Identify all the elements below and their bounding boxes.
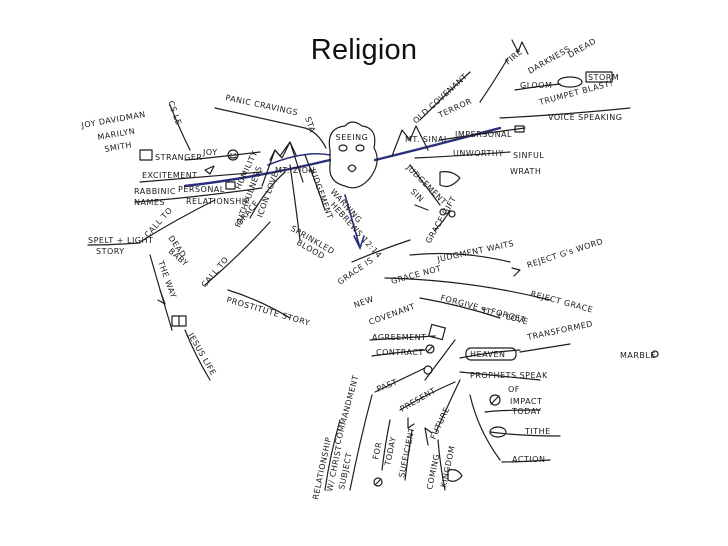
today-label: TODAY [511, 407, 541, 416]
tithe-label: TITHE [524, 427, 551, 436]
joy-davidman-label: JOY DAVIDMAN [80, 110, 147, 130]
grace-not-label: GRACE NOT [390, 264, 442, 286]
svg-text:STA: STA [303, 116, 317, 134]
call-to-label: CALL TO [143, 206, 175, 240]
story-label: STORY [96, 247, 125, 256]
sufficient-label: SUFFICIENT [397, 426, 416, 478]
new-covenant-branch: GRACE IS NEW COVENANT JUDGMENT WAITS REJ… [336, 195, 604, 327]
darkness-label: DARKNESS [527, 44, 573, 76]
prophets-speak-label: PROPHETS SPEAK [470, 371, 548, 380]
reject-word-label: REJECT G's WORD [526, 237, 604, 270]
st-love-label: ST. + LOVE [479, 305, 529, 326]
wrath-label: WRATH [510, 167, 541, 176]
spelt-light-label: SPELT + LIGHT [88, 236, 153, 245]
jesus-life-label: JESUS LIFE [186, 331, 218, 377]
impersonal-label: IMPERSONAL [455, 130, 512, 139]
contract-label: CONTRACT [376, 348, 424, 357]
svg-text:CS LE: CS LE [166, 100, 183, 127]
action-label: ACTION [512, 455, 545, 464]
call-to-grace-label: CALL TO [200, 255, 231, 289]
of-label: OF [508, 385, 520, 394]
lower-branches: COMMANDMENT RELATIONSHIP W/ CHRIST SUBJE… [311, 374, 463, 500]
unworthy-label: UNWORTHY [453, 149, 504, 158]
slide-title: Religion [310, 34, 418, 66]
panic-cravings-label: PANIC CRAVINGS [225, 93, 299, 117]
voice-speaking-label: VOICE SPEAKING [548, 113, 622, 122]
joy-label: JOY [202, 148, 218, 157]
new-label: NEW [353, 294, 375, 309]
rabbinic-label: RABBINIC [134, 187, 176, 196]
for-label: FOR [371, 441, 384, 460]
mt-sinai-label: MT. SINAI [405, 135, 447, 144]
relationship-label: RELATIONSHIP [186, 197, 250, 206]
sinful-label: SINFUL [513, 151, 544, 160]
today2-label: TODAY [383, 436, 398, 468]
transformed-label: TRANSFORMED [526, 319, 594, 342]
excitement-label: EXCITEMENT [142, 171, 198, 180]
present-label: PRESENT [399, 386, 438, 414]
personal-label: PERSONAL [178, 185, 225, 194]
call-to-branch: CALL TO SPELT + LIGHT STORY DEAD BABY TH… [87, 199, 218, 381]
mt-zion-branch: MT. ZION PANIC CRAVINGS STA CS LE JOY DA… [80, 93, 327, 229]
past-label: PAST [375, 377, 399, 393]
covenant-label: COVENANT [368, 302, 417, 327]
mt-sinai-branch: MT. SINAI OLD COVENANT TERROR FIRE DARKN… [391, 36, 631, 218]
judgement-label: JUDGEMENT [404, 162, 449, 207]
stranger-label: STRANGER [155, 153, 202, 162]
agreement-label: AGREEMENT [372, 333, 427, 342]
storm-label: STORM [588, 73, 619, 82]
dread-label: DREAD [567, 36, 598, 59]
fire-label: FIRE [504, 47, 525, 66]
central-figure: SEEING [328, 121, 378, 189]
commandment-label: COMMANDMENT [333, 374, 360, 446]
heaven-label: HEAVEN [470, 350, 506, 359]
marble-label: MARBLE [620, 351, 656, 360]
warning-branch: WARNING HEBREWS 12:14 [329, 187, 384, 260]
reject-grace-label: REJECT GRACE [529, 289, 594, 314]
kingdom-label: KINGDOM [439, 445, 457, 489]
impact-label: IMPACT [510, 397, 542, 406]
main-trunk [183, 126, 502, 251]
future-label: FUTURE [429, 405, 452, 440]
names-label: NAMES [134, 198, 165, 207]
mt-zion-label: MT. ZION [275, 166, 315, 175]
gloom-label: GLOOM [520, 81, 552, 90]
prostitute-story-label: PROSTITUTE STORY [225, 295, 311, 327]
smith-label: SMITH [104, 140, 133, 154]
sin-label: SIN [409, 187, 426, 204]
agreement-branch: AGREEMENT CONTRACT HEAVEN TRANSFORMED MA… [369, 319, 659, 394]
the-way-label: THE WAY [156, 259, 178, 300]
center-label: SEEING [336, 133, 369, 142]
